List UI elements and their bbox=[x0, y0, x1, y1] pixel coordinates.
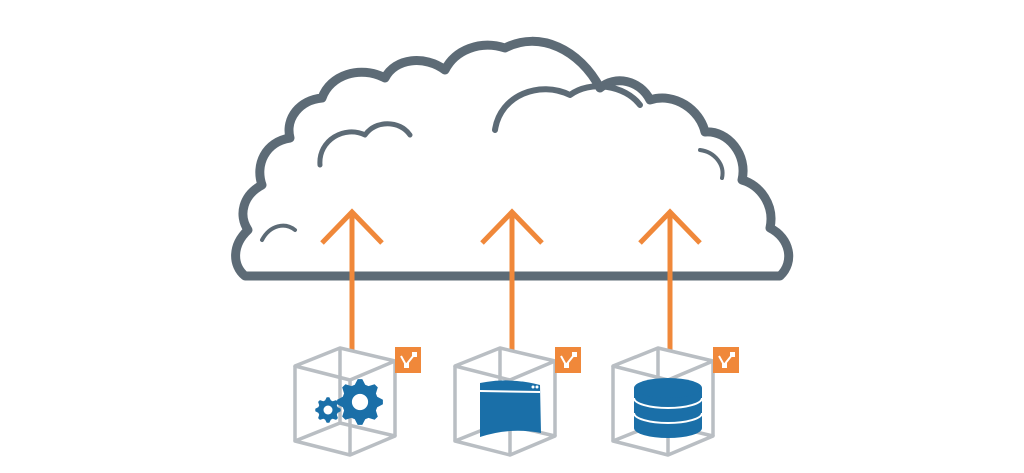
gears-icon bbox=[315, 379, 383, 425]
upload-arrows bbox=[320, 208, 702, 352]
cloud-icon bbox=[231, 36, 794, 281]
connector-badge-icon bbox=[713, 347, 739, 373]
app-window-icon bbox=[479, 380, 541, 437]
upload-arrow bbox=[638, 208, 702, 352]
connector-badge-icon bbox=[555, 347, 581, 373]
upload-arrow bbox=[480, 208, 544, 352]
database-icon bbox=[633, 378, 703, 438]
cube-app-window bbox=[453, 346, 581, 457]
cube-database bbox=[611, 346, 739, 457]
connector-badge-icon bbox=[395, 347, 421, 373]
upload-arrow bbox=[320, 208, 384, 352]
service-cubes bbox=[293, 346, 739, 457]
cube-gears bbox=[293, 346, 421, 457]
